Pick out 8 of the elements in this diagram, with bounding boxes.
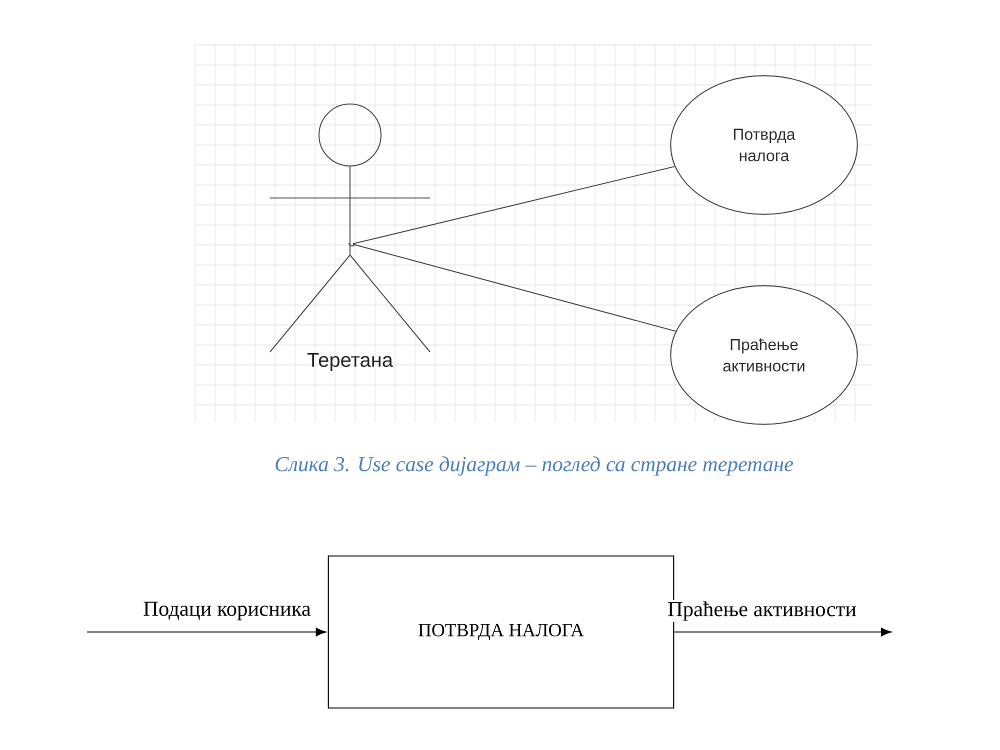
figure-caption: Слика 3. Use case дијаграм – поглед са стране теретане [276,456,794,476]
association-line [352,166,675,244]
arrow [674,628,892,636]
actor-label: Теретана [307,353,394,371]
association-line [352,244,676,332]
edge-label: Подаци корисника [142,600,312,622]
edge-label: Праћење активности [666,600,858,622]
arrow [87,628,326,636]
